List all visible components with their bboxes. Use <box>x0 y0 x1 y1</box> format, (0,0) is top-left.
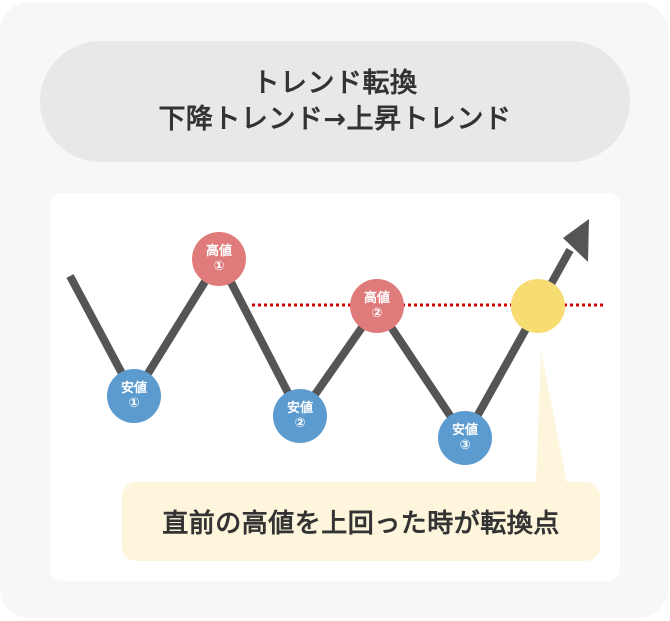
node-label: 高値 <box>363 291 390 306</box>
title-banner: トレンド転換 下降トレンド→上昇トレンド <box>40 41 630 162</box>
node-number: ② <box>294 416 306 431</box>
title-line-1: トレンド転換 <box>252 67 418 99</box>
title-line-2: 下降トレンド→上昇トレンド <box>158 103 512 135</box>
node-label: 安値 <box>286 401 313 416</box>
low-point-3: 安値 ③ <box>438 411 492 465</box>
low-point-2: 安値 ② <box>273 389 327 443</box>
low-point-1: 安値 ① <box>107 369 161 423</box>
callout-box: 直前の高値を上回った時が転換点 <box>122 482 600 561</box>
node-number: ① <box>213 259 225 274</box>
high-point-2: 高値 ② <box>350 279 404 333</box>
callout-text: 直前の高値を上回った時が転換点 <box>162 509 560 539</box>
arrow-up-icon <box>563 219 589 262</box>
callout-pointer <box>536 350 567 484</box>
node-number: ② <box>371 306 383 321</box>
node-label: 安値 <box>451 423 478 438</box>
node-label: 高値 <box>205 244 232 259</box>
high-point-1: 高値 ① <box>192 232 246 286</box>
node-number: ① <box>128 396 140 411</box>
node-number: ③ <box>459 438 471 453</box>
turning-point <box>511 279 565 333</box>
node-label: 安値 <box>120 381 147 396</box>
